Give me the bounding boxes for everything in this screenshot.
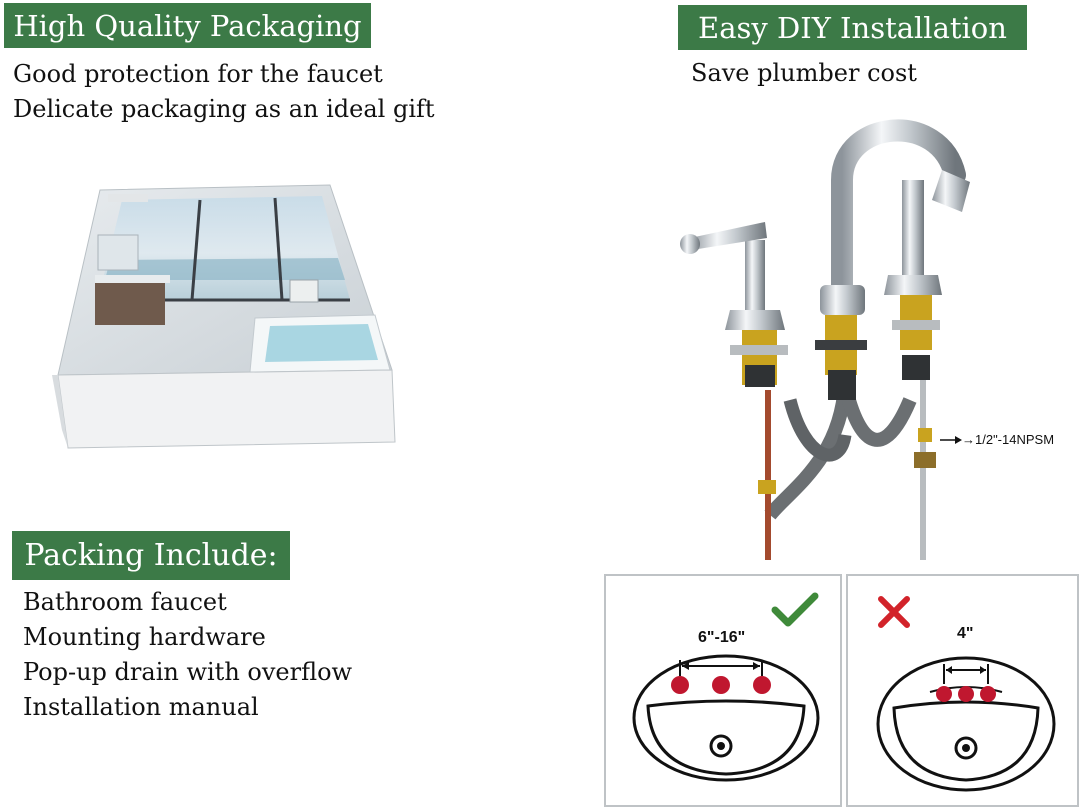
product-box-image <box>52 184 396 449</box>
packing-list: Bathroom faucet Mounting hardware Pop-up… <box>23 585 352 725</box>
check-icon <box>771 592 819 627</box>
thread-size-label: →1/2"-14NPSM <box>962 432 1055 447</box>
packing-item: Mounting hardware <box>23 623 266 651</box>
installation-line: Save plumber cost <box>691 59 917 87</box>
packaging-line: Good protection for the faucet <box>13 60 383 88</box>
sink-diagram-narrow <box>876 656 1056 792</box>
packing-banner-text: Packing Include: <box>24 538 278 573</box>
sink-fit-good-panel: 6"-16" <box>604 574 842 807</box>
sink-diagram-wide <box>632 654 820 782</box>
sink-fit-bad-panel: 4" <box>846 574 1079 807</box>
packaging-banner-text: High Quality Packaging <box>13 8 362 43</box>
packing-banner: Packing Include: <box>12 531 290 580</box>
spacing-label-narrow: 4" <box>957 625 974 642</box>
packing-item: Bathroom faucet <box>23 588 227 616</box>
spacing-label-wide: 6"-16" <box>698 629 746 646</box>
packing-item: Installation manual <box>23 693 259 721</box>
installation-banner-text: Easy DIY Installation <box>698 10 1007 45</box>
packing-item: Pop-up drain with overflow <box>23 658 353 686</box>
packaging-text: Good protection for the faucet Delicate … <box>13 57 435 127</box>
packaging-banner: High Quality Packaging <box>4 3 371 48</box>
installation-text: Save plumber cost <box>691 56 917 91</box>
packaging-line: Delicate packaging as an ideal gift <box>13 95 435 123</box>
cross-icon <box>878 596 910 628</box>
faucet-image <box>680 119 970 560</box>
installation-banner: Easy DIY Installation <box>678 5 1027 50</box>
